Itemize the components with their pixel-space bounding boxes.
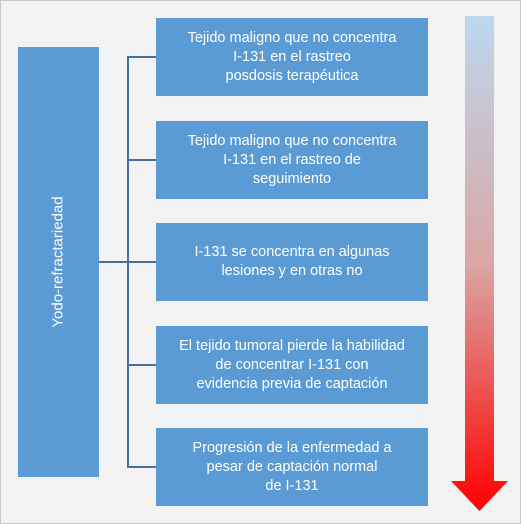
category-bar [18,47,99,477]
category-label: Yodo-refractariedad [49,196,67,328]
connector-branch-5 [127,466,156,468]
criterion-box-3: I-131 se concentra en algunas lesiones y… [156,223,428,301]
connector-branch-4 [127,364,156,366]
criterion-box-5: Progresión de la enfermedad a pesar de c… [156,428,428,506]
connector-branch-2 [127,159,156,161]
connector-trunk [99,261,128,263]
severity-arrow-icon [451,16,508,511]
criterion-box-1: Tejido maligno que no concentra I-131 en… [156,18,428,96]
criterion-box-4: El tejido tumoral pierde la habilidad de… [156,326,428,404]
connector-branch-1 [127,56,156,58]
connector-branch-3 [127,261,156,263]
criterion-box-2: Tejido maligno que no concentra I-131 en… [156,121,428,199]
